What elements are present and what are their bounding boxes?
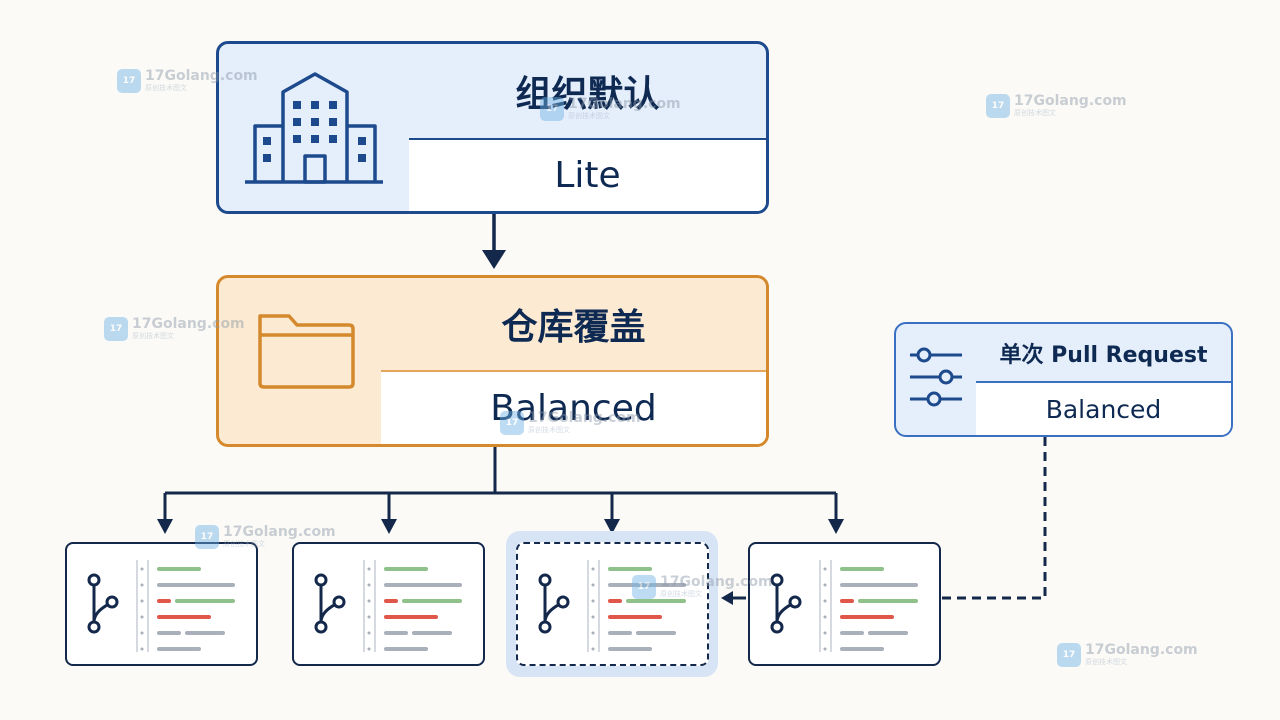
repo-override-divider (381, 370, 766, 372)
repo-card-1 (65, 542, 258, 666)
repo-override-box: 仓库覆盖 Balanced (216, 275, 769, 447)
watermark-logo-icon: 17 (1057, 643, 1081, 667)
repo-override-value: Balanced (381, 372, 766, 444)
sliders-icon (910, 347, 962, 407)
repo-card-3-selected (516, 542, 709, 666)
branch-arrows (157, 493, 844, 534)
pr-arrow-head (721, 591, 733, 605)
code-lines (840, 567, 918, 651)
pull-request-box: 单次 Pull Request Balanced (894, 322, 1233, 437)
git-branch-icon (314, 573, 346, 634)
pull-request-divider (976, 381, 1231, 383)
watermark-logo-icon: 17 (632, 575, 656, 599)
building-icon (245, 72, 383, 184)
pull-request-title: 单次 Pull Request (999, 342, 1208, 368)
pr-dashed-connector (932, 437, 1047, 600)
repo-card-4 (748, 542, 941, 666)
org-default-title: 组织默认 (515, 74, 660, 115)
git-branch-icon (770, 573, 802, 634)
watermark-logo-icon: 17 (104, 317, 128, 341)
watermark-logo-icon: 17 (117, 69, 141, 93)
folder-icon (258, 314, 355, 389)
watermark-logo-icon: 17 (540, 97, 564, 121)
repo-override-title: 仓库覆盖 (501, 307, 646, 348)
code-lines (384, 567, 462, 651)
org-default-divider (409, 138, 766, 140)
org-default-box: 组织默认 Lite (216, 41, 769, 214)
watermark-logo-icon: 17 (500, 411, 524, 435)
org-default-value: Lite (409, 140, 766, 211)
repo-card-2 (292, 542, 485, 666)
pull-request-value: Balanced (976, 383, 1231, 435)
watermark-logo-icon: 17 (986, 94, 1010, 118)
code-lines (157, 567, 235, 651)
git-branch-icon (538, 573, 570, 634)
code-lines (608, 567, 686, 651)
git-branch-icon (87, 573, 119, 634)
watermark-logo-icon: 17 (195, 525, 219, 549)
arrow-head-org-to-repo (482, 250, 506, 269)
